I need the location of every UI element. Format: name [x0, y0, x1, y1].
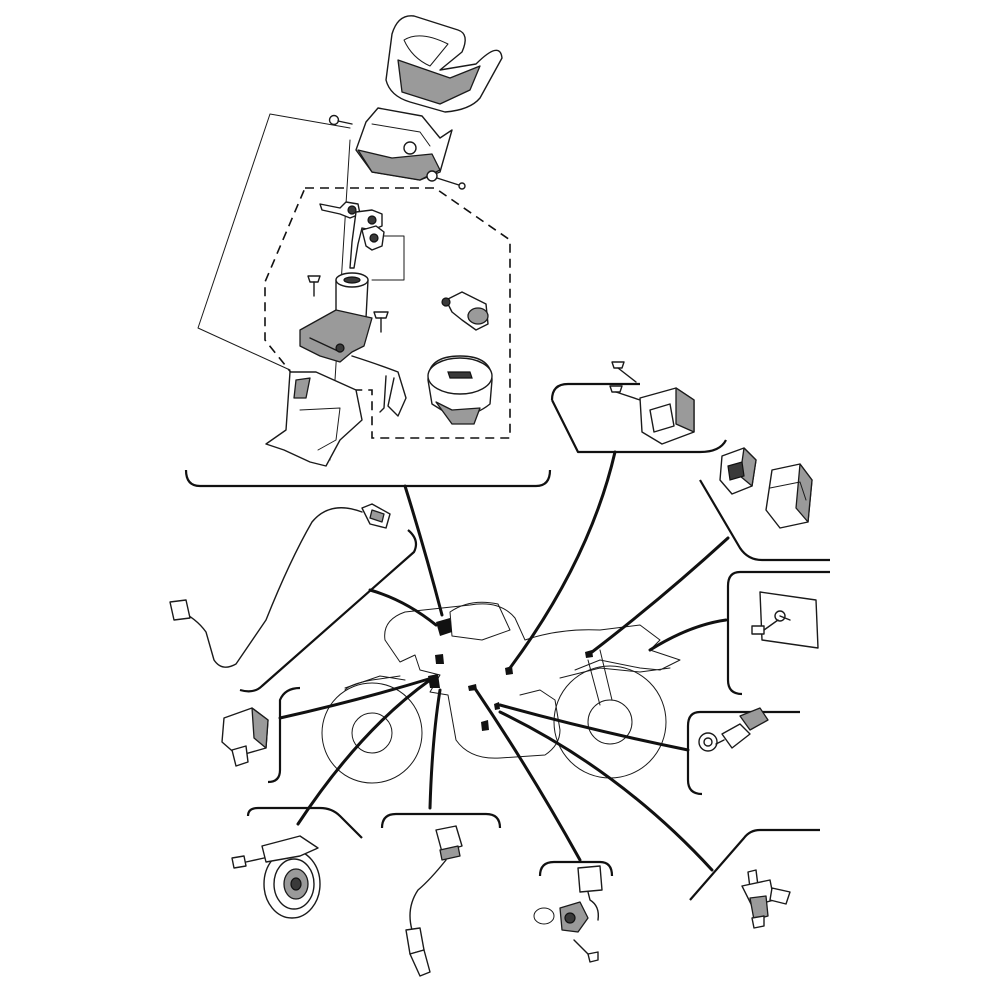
cover-screw-left-icon	[328, 114, 353, 126]
key-2-icon	[349, 209, 383, 269]
horn-icon	[261, 835, 321, 919]
relay-pair-group	[699, 447, 830, 562]
relay-group-frame	[550, 382, 727, 454]
leader-relay-pair	[590, 536, 730, 654]
plate-screw-icon	[751, 619, 779, 635]
relay-small-icon	[719, 447, 757, 495]
crankshaft-sensor-icon	[533, 865, 603, 963]
bracket-plate-icon	[759, 591, 819, 649]
relay-large-icon	[765, 463, 813, 529]
main-switch-group	[184, 15, 552, 488]
temp-sensor-group	[686, 707, 800, 796]
horn-group	[231, 806, 363, 919]
relay-group	[550, 361, 727, 454]
leader-o2-sensor	[428, 688, 442, 810]
rear-wheel	[321, 682, 423, 784]
speed-sensor-group-frame	[689, 828, 820, 901]
rear-wheel-hub	[351, 712, 393, 754]
coil-group-frame	[267, 686, 301, 784]
seat-outline	[344, 675, 401, 691]
front-wheel	[553, 665, 667, 779]
crank-sensor-group-frame	[538, 860, 614, 877]
main-switch-location	[436, 618, 452, 636]
horn-bolt-icon	[231, 855, 265, 869]
motorcycle-body-outline	[344, 603, 681, 759]
leader-temp-sensor	[498, 703, 690, 752]
leader-lines	[278, 450, 730, 872]
main-switch-wire	[351, 355, 407, 417]
cover-outline-frame	[197, 113, 351, 371]
fork-outline	[587, 649, 613, 706]
tank-outline	[449, 601, 511, 641]
temp-sensor-group-frame	[686, 710, 800, 796]
relay-screw-bottom-icon	[609, 385, 641, 401]
speed-sensor-icon	[741, 869, 791, 929]
key-bracket-line	[371, 235, 405, 281]
relay-screw-top-icon	[611, 361, 637, 383]
horn-group-frame	[246, 806, 363, 839]
key-3-icon	[361, 225, 385, 251]
front-wheel-hub	[587, 699, 633, 745]
upper-cover-icon	[385, 15, 503, 113]
leader-coil	[278, 676, 434, 720]
main-switch-cylinder-icon	[299, 272, 373, 363]
plate-sensor-group	[726, 570, 830, 696]
seat-lock-icon	[441, 291, 489, 331]
o2-sensor-group	[380, 812, 502, 977]
switch-screw-left-icon	[307, 275, 321, 297]
relay-icon	[639, 387, 695, 445]
temp-sensor-location	[494, 702, 500, 710]
leader-speed-sensor	[498, 710, 714, 872]
lower-cover-icon	[355, 107, 453, 181]
speed-sensor-group	[689, 828, 820, 929]
cover-screw-right-icon	[426, 170, 466, 190]
leader-plate	[648, 618, 728, 652]
leader-relay	[508, 450, 617, 670]
leader-horn	[296, 678, 432, 826]
plate-group-frame	[726, 570, 830, 696]
coil-group	[221, 686, 301, 784]
key-1-icon	[319, 201, 361, 219]
brake-switch-group-frame	[239, 529, 418, 693]
leader-crank-sensor	[474, 688, 582, 862]
speed-sensor-location	[481, 720, 489, 731]
brake-light-switch-icon	[169, 503, 391, 668]
key-set-dashed-frame	[264, 187, 511, 439]
o2-sensor-icon	[405, 825, 463, 977]
crank-sensor-group	[533, 860, 614, 963]
leader-brake-switch	[368, 588, 438, 627]
temperature-sensor-icon	[698, 707, 769, 752]
steering-bracket-icon	[265, 371, 363, 467]
switch-screw-right-icon	[373, 311, 389, 333]
horn-location	[435, 654, 444, 664]
leader-main-switch	[403, 484, 444, 617]
ignition-coil-icon	[221, 707, 269, 767]
motorcycle-silhouette	[321, 601, 681, 784]
relay-pair-group-frame	[699, 479, 830, 562]
fuel-cap-icon	[427, 355, 493, 425]
main-switch-group-frame	[184, 469, 552, 488]
o2-sensor-group-frame	[380, 812, 502, 829]
brake-switch-group	[169, 503, 418, 693]
